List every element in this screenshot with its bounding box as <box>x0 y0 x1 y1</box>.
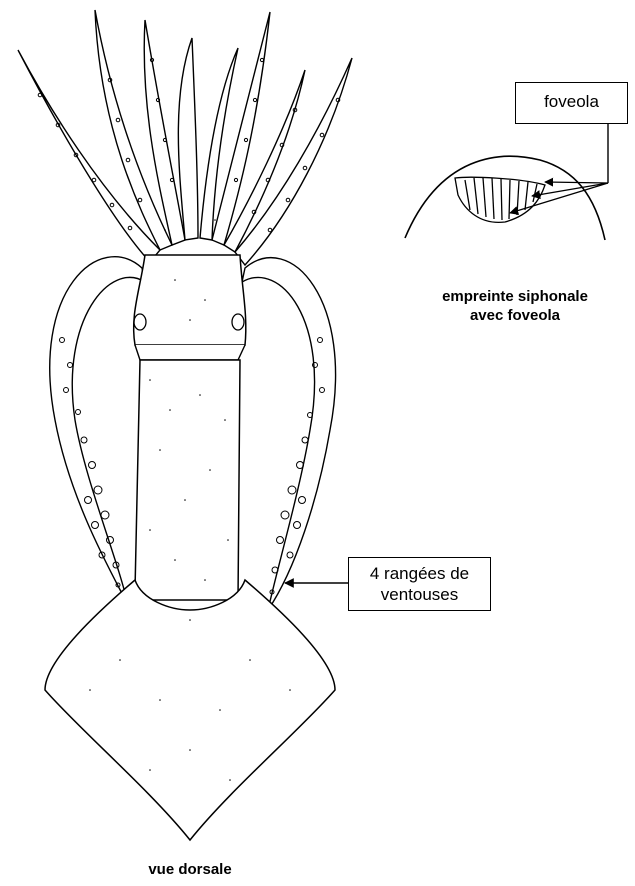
suckers-label-line1: 4 rangées de <box>349 563 490 584</box>
suckers-label: 4 rangées de ventouses <box>348 557 491 611</box>
arm-center-left <box>178 38 198 240</box>
siphon-caption-line2: avec foveola <box>400 306 630 325</box>
head <box>134 255 246 345</box>
fins <box>45 580 335 840</box>
arms <box>18 10 352 265</box>
arm-far-left <box>18 50 160 262</box>
mantle <box>120 360 240 600</box>
siphon-caption: empreinte siphonale avec foveola <box>400 287 630 325</box>
main-view-caption-text: vue dorsale <box>148 861 231 878</box>
main-view-caption: vue dorsale <box>100 860 280 879</box>
neck-collar <box>135 345 245 360</box>
suckers-label-line2: ventouses <box>349 584 490 605</box>
foveola-arrow-2 <box>545 182 608 183</box>
tentacle-right <box>242 258 336 610</box>
foveola-label-text: foveola <box>544 92 599 111</box>
siphon-caption-line1: empreinte siphonale <box>400 287 630 306</box>
foveola-label: foveola <box>515 82 628 124</box>
siphon-inset <box>405 123 608 240</box>
tentacle-left <box>50 257 145 605</box>
